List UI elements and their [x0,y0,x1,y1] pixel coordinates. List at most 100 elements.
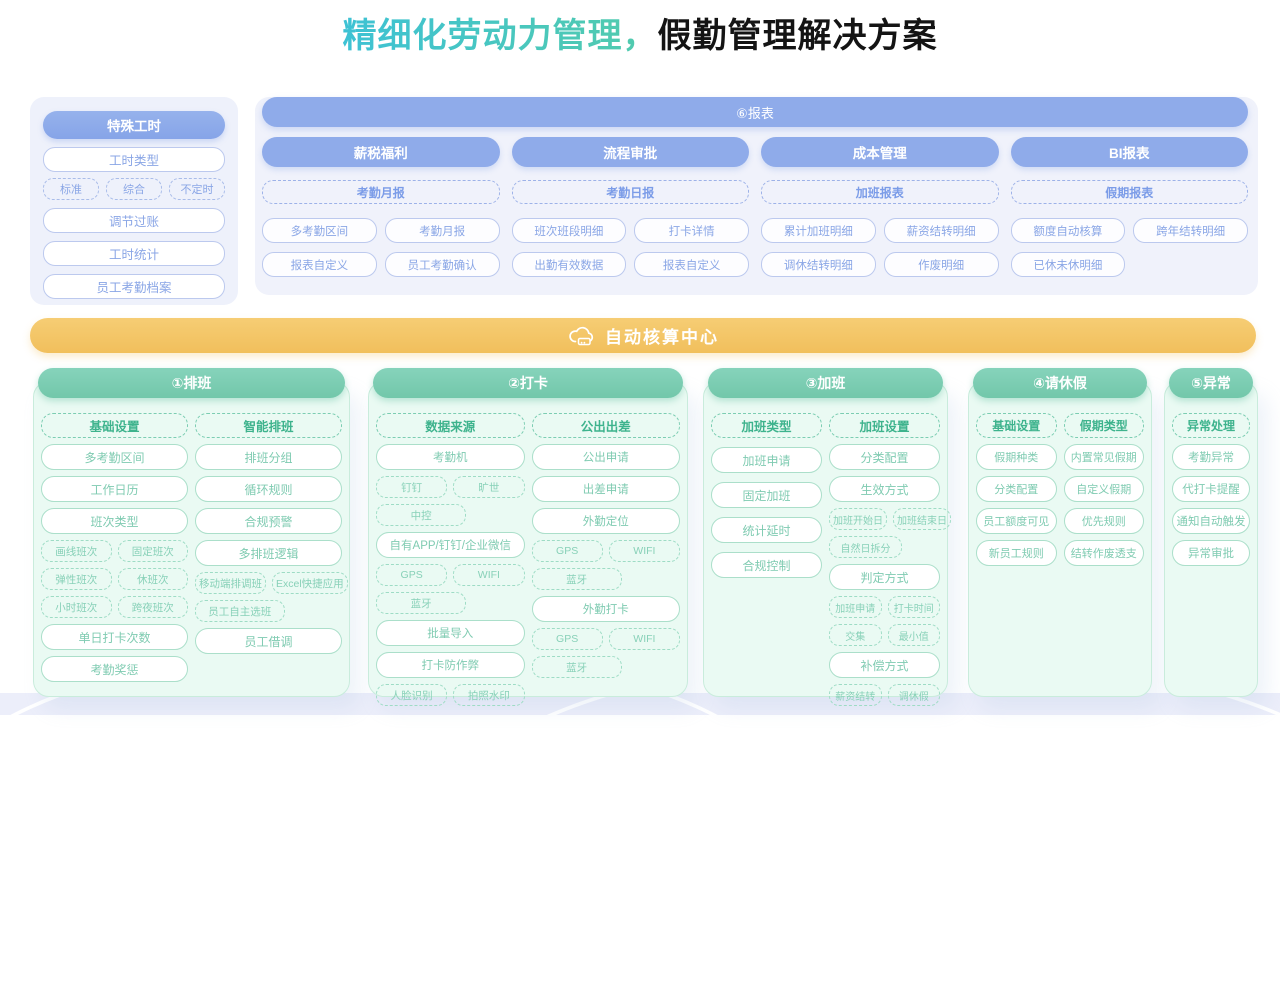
dash-pill: Excel快捷应用 [272,572,348,594]
module-columns: 基础设置假期种类分类配置员工额度可见新员工规则假期类型内置常见假期自定义假期优先… [976,413,1144,689]
dash-pill: 自然日拆分 [829,536,903,558]
dash-pill: 薪资结转 [829,684,882,706]
dash-pill: 钉钉 [376,476,448,498]
report-item-pill: 报表自定义 [262,252,377,277]
item-pill: 分类配置 [976,476,1057,502]
dash-pill: 打卡时间 [887,596,940,618]
item-pill: 生效方式 [829,476,940,502]
section-title-pill: 基础设置 [41,413,188,438]
dash-pill: 最小值 [887,624,940,646]
report-section-header: 薪税福利 [262,137,500,167]
item-pill: 多考勤区间 [41,444,188,470]
dash-row: 中控 [376,504,525,526]
item-pill: 新员工规则 [976,540,1057,566]
sidebar-dash-pill: 综合 [106,178,162,200]
item-pill: 循环规则 [195,476,342,502]
page-title-rest: 假勤管理解决方案 [657,17,938,55]
dash-pill: 弹性班次 [41,568,112,590]
item-pill: 外勤定位 [531,508,680,534]
module-header: ①排班 [38,368,345,398]
report-item-pill: 员工考勤确认 [384,252,500,277]
item-pill: 工作日历 [41,476,188,502]
report-section: 成本管理加班报表累计加班明细薪资结转明细调休结转明细作废明细 [761,137,999,277]
module-panel: ①排班基础设置多考勤区间工作日历班次类型画线班次固定班次弹性班次休班次小时班次跨… [33,368,350,697]
item-pill: 批量导入 [376,620,525,646]
module-column: 加班类型加班申请固定加班统计延时合规控制 [711,413,822,689]
item-pill: 班次类型 [41,508,188,534]
module-column: 基础设置多考勤区间工作日历班次类型画线班次固定班次弹性班次休班次小时班次跨夜班次… [41,413,188,689]
report-section-header: BI报表 [1010,137,1248,167]
dash-pill: 蓝牙 [376,592,467,614]
item-pill: 补偿方式 [829,652,940,678]
report-item-pill: 额度自动核算 [1010,218,1126,243]
report-item-pill: 班次班段明细 [511,218,627,243]
item-pill: 判定方式 [829,564,940,590]
auto-center-label: 自动核算中心 [605,328,719,347]
item-pill: 代打卡提醒 [1172,476,1250,502]
item-pill: 固定加班 [711,482,822,508]
report-item-pill: 已休未休明细 [1010,252,1126,277]
report-section-header: 流程审批 [511,137,749,167]
module-header: ③加班 [708,368,943,398]
item-pill: 异常审批 [1172,540,1250,566]
dash-pill: 加班结束日 [893,508,951,530]
dash-pill: WIFI [453,564,525,586]
dash-pill: WIFI [608,540,680,562]
module-header: ④请休假 [973,368,1147,398]
item-pill: 公出申请 [531,444,680,470]
item-pill: 内置常见假期 [1063,444,1144,470]
report-badge: 考勤月报 [262,180,500,204]
dash-row: 弹性班次休班次 [41,568,188,590]
section-title-pill: 加班类型 [711,413,822,438]
dash-pill: 固定班次 [117,540,188,562]
item-pill: 加班申请 [711,447,822,473]
reports-grid: 薪税福利考勤月报多考勤区间考勤月报报表自定义员工考勤确认流程审批考勤日报班次班段… [262,137,1248,277]
sidebar-dash-pill: 标准 [43,178,99,200]
item-pill: 多排班逻辑 [195,540,342,566]
dash-pill: 员工自主选班 [195,600,285,622]
item-pill: 通知自动触发 [1172,508,1250,534]
report-item-pill: 薪资结转明细 [883,218,999,243]
dash-pill: WIFI [608,628,680,650]
report-item-pill: 多考勤区间 [262,218,377,243]
dash-pill: GPS [376,564,448,586]
report-items: 额度自动核算跨年结转明细已休未休明细 [1010,218,1248,277]
section-title-pill: 数据来源 [376,413,525,438]
report-item-pill: 出勤有效数据 [511,252,627,277]
dash-pill: 加班申请 [829,596,882,618]
special-hours-header: 特殊工时 [43,111,225,139]
report-section-header: 成本管理 [761,137,999,167]
module-column: 假期类型内置常见假期自定义假期优先规则结转作废透支 [1063,413,1144,689]
dash-row: 蓝牙 [531,568,681,590]
section-title-pill: 基础设置 [976,413,1057,438]
dash-pill: 交集 [829,624,882,646]
dash-row: 加班申请打卡时间 [829,596,940,618]
report-badge: 考勤日报 [511,180,749,204]
report-items: 累计加班明细薪资结转明细调休结转明细作废明细 [761,218,999,277]
report-section: 薪税福利考勤月报多考勤区间考勤月报报表自定义员工考勤确认 [262,137,500,277]
item-pill: 打卡防作弊 [376,652,525,678]
dash-row: 人脸识别拍照水印 [376,684,525,706]
module-body [968,381,1152,697]
sidebar-item-pill: 员工考勤档案 [43,274,225,299]
item-pill: 排班分组 [195,444,342,470]
item-pill: 合规控制 [711,552,822,578]
reports-header: ⑥报表 [262,97,1248,127]
report-item-pill: 调休结转明细 [761,252,876,277]
module-column: 加班设置分类配置生效方式加班开始日加班结束日自然日拆分判定方式加班申请打卡时间交… [829,413,951,706]
report-section: 流程审批考勤日报班次班段明细打卡详情出勤有效数据报表自定义 [511,137,749,277]
module-columns: 基础设置多考勤区间工作日历班次类型画线班次固定班次弹性班次休班次小时班次跨夜班次… [41,413,348,689]
report-items: 班次班段明细打卡详情出勤有效数据报表自定义 [511,218,749,277]
item-pill: 合规预警 [195,508,342,534]
dash-pill: 拍照水印 [453,684,525,706]
section-title-pill: 公出出差 [531,413,680,438]
dash-pill: 加班开始日 [829,508,887,530]
dash-pill: 调休假 [887,684,940,706]
section-title-pill: 智能排班 [195,413,342,438]
